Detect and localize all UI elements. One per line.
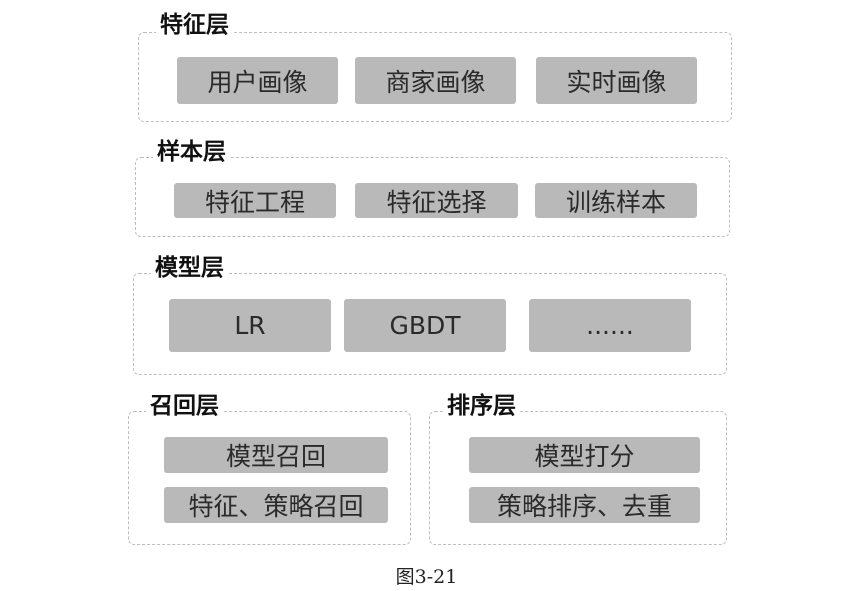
sample-layer (135, 157, 730, 237)
model-item-gbdt: GBDT (344, 299, 506, 352)
model-item-lr: LR (169, 299, 331, 352)
rank-layer-title: 排序层 (443, 392, 520, 420)
rank-item-strategy-rank-dedup: 策略排序、去重 (469, 487, 700, 523)
model-layer (133, 273, 727, 375)
feature-item-user-profile: 用户画像 (177, 57, 338, 104)
feature-layer-title: 特征层 (156, 11, 233, 39)
recall-item-model-recall: 模型召回 (164, 437, 388, 473)
sample-item-feature-engineering: 特征工程 (174, 183, 336, 218)
model-item-more: ...... (529, 299, 691, 352)
feature-item-merchant-profile: 商家画像 (355, 57, 516, 104)
sample-item-training-samples: 训练样本 (535, 183, 697, 218)
feature-item-realtime-profile: 实时画像 (536, 57, 697, 104)
recall-layer (128, 411, 411, 545)
feature-layer (138, 32, 732, 122)
figure-caption: 图3-21 (395, 566, 458, 588)
sample-layer-title: 样本层 (153, 138, 230, 166)
recall-item-feature-strategy-recall: 特征、策略召回 (164, 487, 388, 523)
rank-layer (429, 411, 727, 545)
model-layer-title: 模型层 (151, 254, 228, 282)
sample-item-feature-selection: 特征选择 (355, 183, 518, 218)
recall-layer-title: 召回层 (146, 392, 223, 420)
rank-item-model-scoring: 模型打分 (469, 437, 700, 473)
